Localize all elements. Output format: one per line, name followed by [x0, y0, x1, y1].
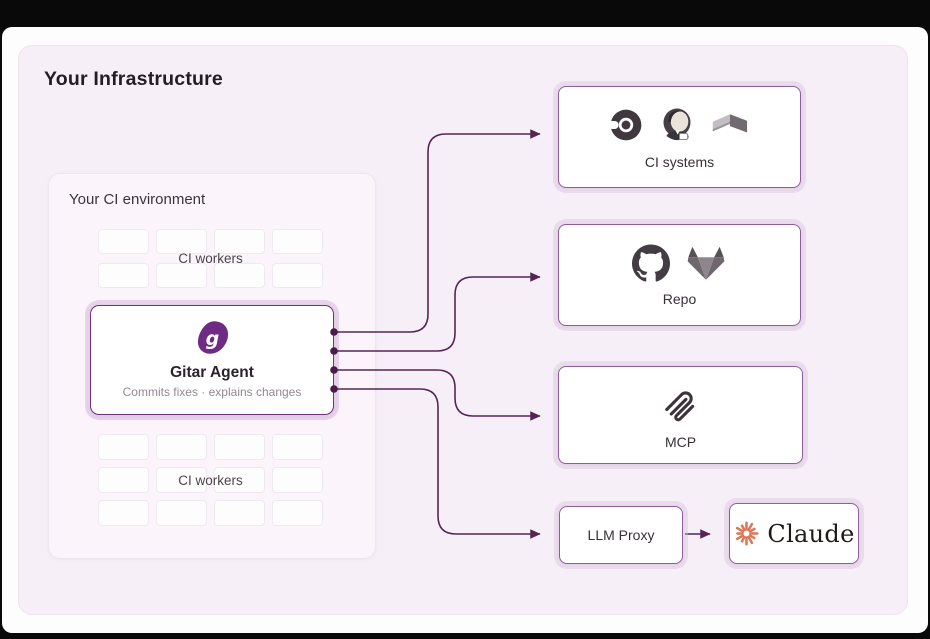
- ci-worker-cell: [156, 434, 207, 460]
- ci-worker-cell: [214, 467, 265, 493]
- ci-workers-cluster-top: CI workers: [98, 229, 323, 288]
- ci-worker-cell: [214, 263, 265, 288]
- ci-worker-cell: [214, 434, 265, 460]
- github-icon: [632, 243, 670, 282]
- mcp-icons: [659, 381, 703, 425]
- ci-worker-cell: [98, 434, 149, 460]
- ci-worker-cell: [98, 229, 149, 254]
- mcp-label: MCP: [664, 433, 697, 450]
- claude-spark-icon: [736, 521, 759, 546]
- ci-worker-cell: [272, 467, 323, 493]
- mcp-node: MCP: [558, 366, 803, 464]
- gitar-agent-node: g Gitar Agent Commits fixes · explains c…: [90, 305, 334, 415]
- ci-systems-icons: [607, 105, 752, 145]
- llm-proxy-node: LLM Proxy: [559, 506, 683, 564]
- claude-node: Claude: [729, 503, 859, 564]
- ci-worker-cell: [156, 467, 207, 493]
- diagram-card: Your Infrastructure Your CI environment …: [2, 27, 928, 633]
- circleci-icon: [607, 109, 641, 140]
- ci-worker-cell: [156, 229, 207, 254]
- gitar-agent-name: Gitar Agent: [170, 364, 254, 381]
- ci-systems-node: CI systems: [558, 86, 801, 188]
- ci-worker-cell: [214, 500, 265, 526]
- ci-environment-panel: Your CI environment CI workers g: [48, 173, 376, 559]
- repo-icons: [632, 243, 727, 282]
- ci-worker-cell: [98, 263, 149, 288]
- ci-worker-cell: [98, 467, 149, 493]
- infrastructure-panel: Your Infrastructure Your CI environment …: [18, 45, 908, 615]
- ci-worker-cell: [156, 263, 207, 288]
- mcp-icon: [664, 390, 694, 421]
- claude-wordmark: Claude: [767, 519, 855, 548]
- ci-systems-label: CI systems: [644, 153, 715, 170]
- build-ribbon-icon: [712, 113, 747, 132]
- page-title: Your Infrastructure: [44, 68, 223, 90]
- gitlab-icon: [687, 246, 725, 280]
- llm-proxy-label: LLM Proxy: [587, 527, 655, 543]
- ci-worker-cell: [156, 500, 207, 526]
- ci-worker-cell: [98, 500, 149, 526]
- gitar-agent-description: Commits fixes · explains changes: [122, 385, 302, 399]
- ci-worker-cell: [272, 229, 323, 254]
- ci-workers-cluster-bottom: CI workers: [98, 434, 323, 526]
- ci-worker-cell: [272, 434, 323, 460]
- svg-text:g: g: [206, 328, 220, 350]
- repo-label: Repo: [662, 290, 697, 307]
- jenkins-icon: [663, 108, 690, 140]
- repo-node: Repo: [558, 224, 801, 326]
- ci-worker-cell: [272, 263, 323, 288]
- ci-worker-cell: [272, 500, 323, 526]
- ci-environment-label: Your CI environment: [69, 191, 206, 208]
- ci-worker-cell: [214, 229, 265, 254]
- gitar-logo-icon: g: [197, 321, 229, 354]
